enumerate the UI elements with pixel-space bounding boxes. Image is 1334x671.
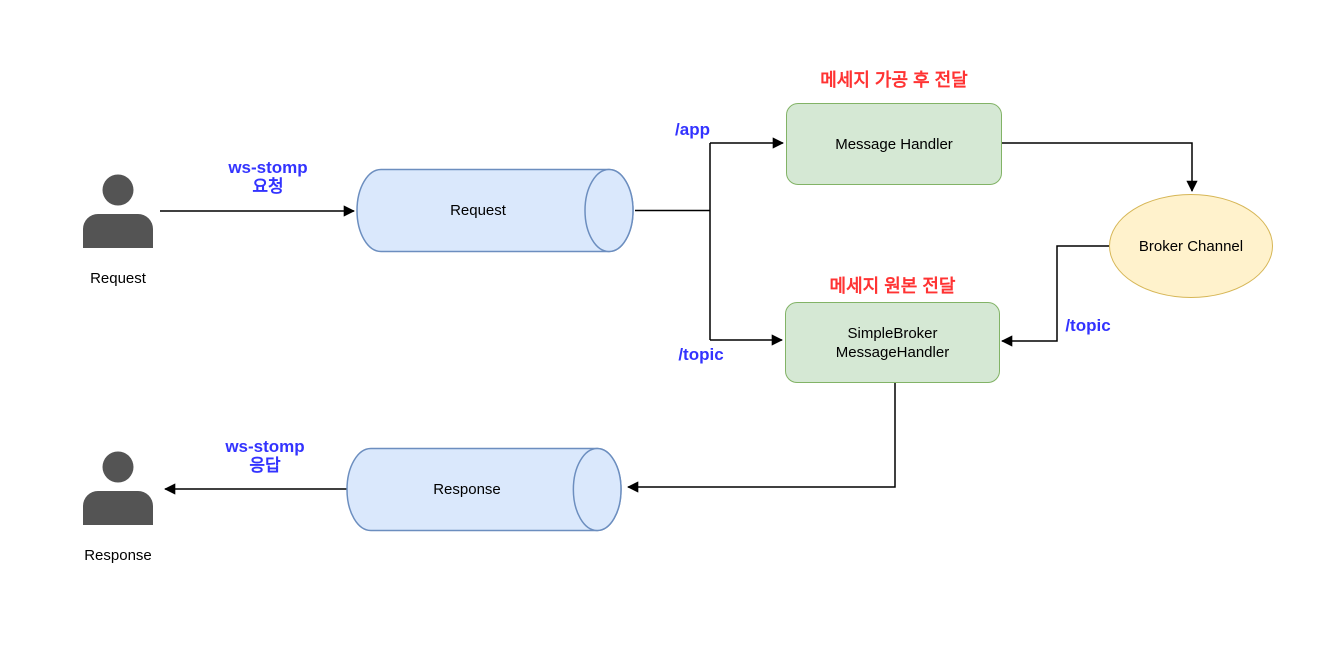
node-response-queue: Response	[346, 447, 623, 532]
edge-label-topic-broker: /topic	[1065, 316, 1111, 335]
node-simple-broker: SimpleBroker MessageHandler	[785, 302, 1000, 383]
edge-label-app: /app	[675, 120, 710, 139]
annotation-simple-broker: 메세지 원본 전달	[829, 276, 956, 296]
person-icon	[83, 451, 153, 525]
actor-response-label: Response	[84, 547, 152, 564]
edge-simple-broker-to-response-queue	[627, 383, 896, 493]
annotation-message-handler: 메세지 가공 후 전달	[820, 70, 968, 90]
node-message-handler: Message Handler	[786, 103, 1002, 185]
node-request-queue-label: Request	[450, 202, 506, 219]
actor-request: Request	[78, 166, 158, 287]
edge-label-ws-stomp-response: ws-stomp 응답	[225, 437, 305, 475]
node-broker-channel-label: Broker Channel	[1138, 237, 1244, 255]
edge-broker-channel-to-simple-broker	[1001, 245, 1109, 347]
cylinder-shape	[346, 447, 622, 532]
node-broker-channel: Broker Channel	[1109, 194, 1273, 298]
actor-response: Response	[78, 443, 158, 564]
actor-request-label: Request	[90, 270, 146, 287]
node-response-queue-label: Response	[433, 481, 501, 498]
node-request-queue: Request	[356, 168, 635, 253]
edge-label-ws-stomp-request: ws-stomp 요청	[228, 158, 308, 196]
node-message-handler-label: Message Handler	[835, 135, 953, 153]
edge-label-topic-branch: /topic	[678, 345, 724, 364]
cylinder-shape	[356, 168, 634, 253]
edge-message-handler-to-broker-channel	[1002, 142, 1198, 192]
person-icon	[83, 174, 153, 248]
node-simple-broker-label: SimpleBroker MessageHandler	[835, 324, 950, 361]
